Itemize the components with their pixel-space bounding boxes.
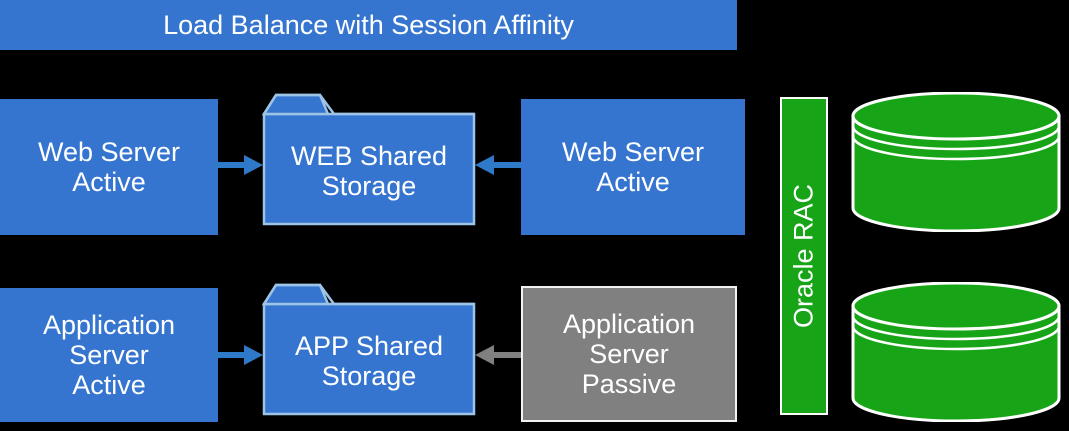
node-database-cylinder-top[interactable] bbox=[850, 92, 1062, 232]
node-application-server-active[interactable]: Application Server Active bbox=[0, 288, 218, 422]
node-web-shared-storage-label: WEB Shared Storage bbox=[290, 140, 448, 201]
node-app-shared-storage[interactable]: APP Shared Storage bbox=[262, 282, 476, 416]
arrow-app-right-to-storage bbox=[474, 342, 524, 368]
arrow-app-left-to-storage bbox=[214, 342, 264, 368]
arrow-web-right-to-storage bbox=[474, 152, 524, 178]
diagram-title-banner: Load Balance with Session Affinity bbox=[0, 0, 737, 50]
node-web-server-active-left[interactable]: Web Server Active bbox=[0, 99, 218, 235]
node-app-shared-storage-label: APP Shared Storage bbox=[294, 330, 444, 391]
node-web-shared-storage[interactable]: WEB Shared Storage bbox=[262, 92, 476, 226]
node-web-server-active-right[interactable]: Web Server Active bbox=[521, 99, 745, 235]
node-application-server-passive[interactable]: Application Server Passive bbox=[521, 286, 737, 422]
node-database-cylinder-bottom[interactable] bbox=[850, 282, 1062, 422]
node-oracle-rac[interactable]: Oracle RAC bbox=[780, 97, 828, 415]
node-oracle-rac-label: Oracle RAC bbox=[788, 183, 819, 329]
arrow-web-left-to-storage bbox=[214, 152, 264, 178]
